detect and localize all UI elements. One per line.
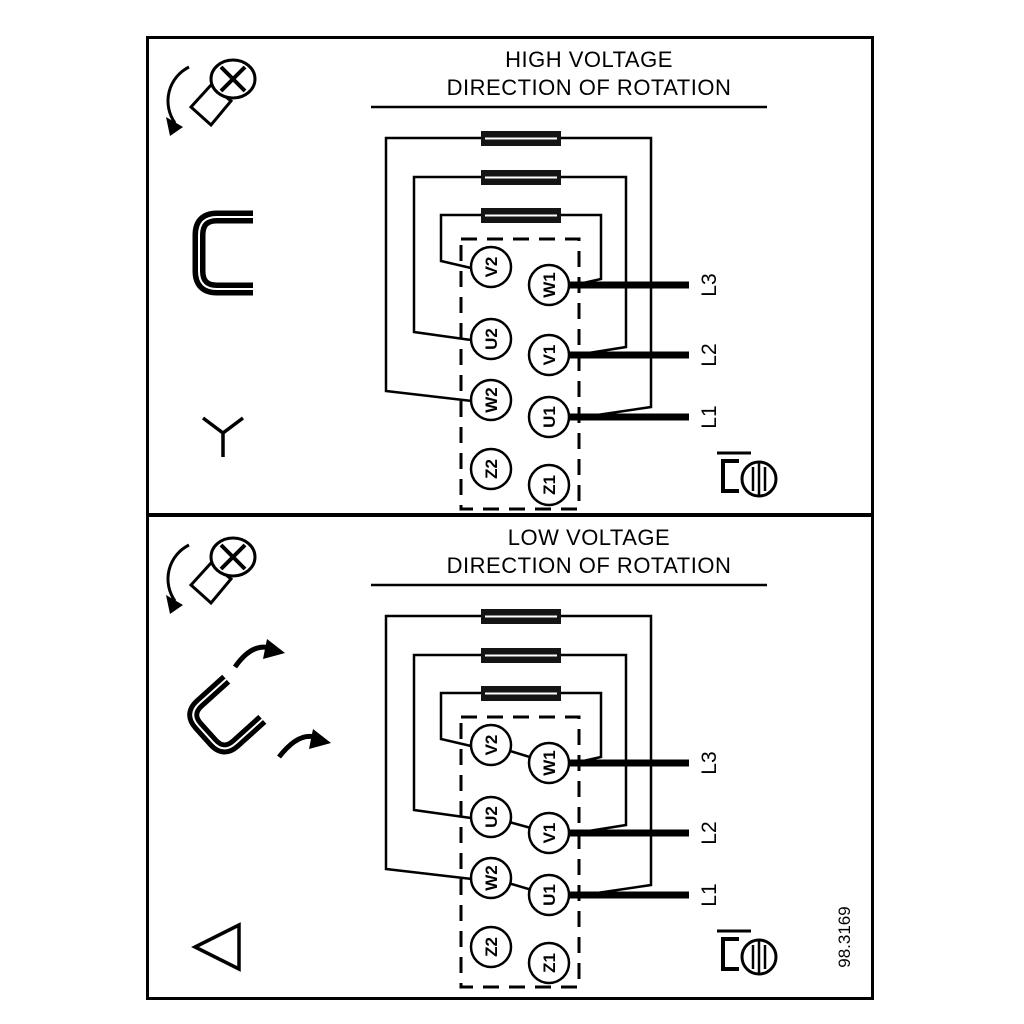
- terminal-w2: [469, 856, 513, 900]
- terminal-z2-label: Z2: [482, 937, 501, 957]
- terminal-w2-label: W2: [482, 387, 501, 413]
- panel-title-line2: DIRECTION OF ROTATION: [447, 75, 732, 100]
- terminal-jumper-icon: [192, 210, 253, 296]
- terminal-w2-label: W2: [482, 865, 501, 891]
- terminal-z1-label: Z1: [540, 475, 559, 495]
- supply-line-label-l2: L2: [698, 821, 721, 844]
- terminal-block: [459, 715, 581, 989]
- terminal-u2-label: U2: [482, 328, 501, 350]
- low-voltage-panel: LOW VOLTAGE DIRECTION OF ROTATION: [149, 517, 871, 997]
- screw-rotation-icon: [166, 58, 257, 136]
- jumper-bars: [481, 609, 561, 701]
- terminal-w1: [527, 263, 571, 307]
- high-voltage-drawing: HIGH VOLTAGE DIRECTION OF ROTATION: [166, 47, 778, 511]
- supply-line-label-l3: L3: [698, 751, 721, 774]
- terminals: V2 W1 U2 V1 W2 U1 Z2 Z1: [469, 245, 571, 507]
- terminal-w1: [527, 741, 571, 785]
- terminal-u1: [527, 873, 571, 917]
- jumper-reposition-icon: [187, 639, 331, 759]
- high-voltage-panel: HIGH VOLTAGE DIRECTION OF ROTATION: [149, 39, 871, 517]
- panel-title-line1: HIGH VOLTAGE: [505, 47, 673, 72]
- wire-loop-middle: [412, 175, 628, 358]
- jumper-bars: [481, 131, 561, 223]
- terminal-u1: [527, 395, 571, 439]
- terminal-v1: [527, 333, 571, 377]
- wire-loop-inner: [439, 213, 603, 288]
- diagram-frame: HIGH VOLTAGE DIRECTION OF ROTATION: [146, 36, 874, 1000]
- terminal-z1-label: Z1: [540, 953, 559, 973]
- low-voltage-drawing: LOW VOLTAGE DIRECTION OF ROTATION: [166, 525, 854, 989]
- terminal-v1: [527, 811, 571, 855]
- panel-title-line2: DIRECTION OF ROTATION: [447, 553, 732, 578]
- terminal-z1: [527, 941, 571, 985]
- supply-line-label-l3: L3: [698, 273, 721, 296]
- terminal-z2: [469, 447, 513, 491]
- terminal-w1-label: W1: [540, 750, 559, 776]
- terminal-u2-label: U2: [482, 806, 501, 828]
- terminal-w1-label: W1: [540, 272, 559, 298]
- terminal-w2: [469, 378, 513, 422]
- terminal-v2: [469, 723, 513, 767]
- terminal-z2: [469, 925, 513, 969]
- terminal-u2: [469, 317, 513, 361]
- screw-clamp-icon: [717, 451, 778, 498]
- terminal-block: [459, 237, 581, 511]
- supply-lines: L3 L2 L1: [569, 273, 721, 429]
- part-number: 98.3169: [835, 906, 854, 967]
- terminal-u2: [469, 795, 513, 839]
- delta-connection-icon: [191, 922, 241, 972]
- wire-loop-middle: [412, 653, 628, 836]
- terminal-u1-label: U1: [540, 406, 559, 428]
- screw-clamp-icon: [717, 929, 778, 976]
- terminal-v2: [469, 245, 513, 289]
- terminal-z1: [527, 463, 571, 507]
- supply-line-label-l2: L2: [698, 343, 721, 366]
- terminals: V2 W1 U2 V1 W2 U1 Z2 Z1: [469, 723, 571, 985]
- panel-title-line1: LOW VOLTAGE: [508, 525, 670, 550]
- supply-lines: L3 L2 L1: [569, 751, 721, 907]
- star-connection-icon: [201, 416, 245, 457]
- terminal-v2-label: V2: [482, 735, 501, 756]
- screw-rotation-icon: [166, 536, 257, 614]
- terminal-v1-label: V1: [540, 345, 559, 366]
- terminal-v1-label: V1: [540, 823, 559, 844]
- terminal-v2-label: V2: [482, 257, 501, 278]
- supply-line-label-l1: L1: [698, 405, 721, 428]
- supply-line-label-l1: L1: [698, 883, 721, 906]
- terminal-u1-label: U1: [540, 884, 559, 906]
- terminal-z2-label: Z2: [482, 459, 501, 479]
